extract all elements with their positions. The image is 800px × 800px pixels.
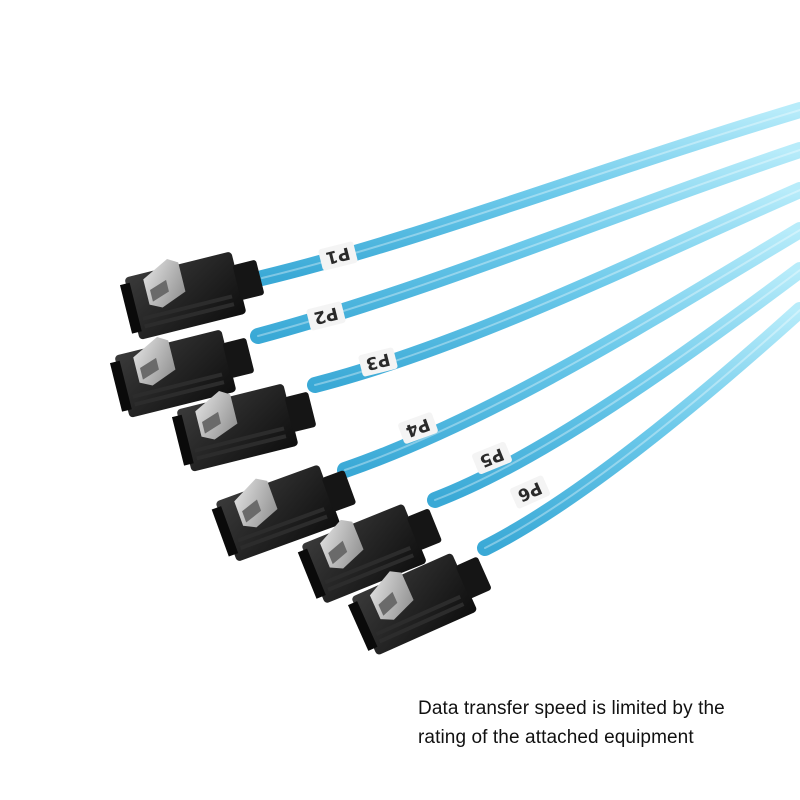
sata-connectors	[106, 238, 498, 659]
label-sleeve-p2: P2	[306, 301, 346, 331]
cable-6	[477, 302, 800, 556]
connector-1	[116, 238, 268, 342]
caption-line-2: rating of the attached equipment	[418, 727, 694, 748]
caption: Data transfer speed is limited by the ra…	[418, 694, 788, 752]
label-sleeve-p3: P3	[358, 347, 398, 377]
label-sleeve-p6: P6	[510, 475, 550, 509]
label-sleeve-p4: P4	[398, 412, 438, 444]
label-sleeve-p1: P1	[318, 241, 358, 271]
caption-line-1: Data transfer speed is limited by the	[418, 698, 725, 719]
cable-4	[337, 222, 800, 478]
cable-5	[427, 262, 800, 508]
